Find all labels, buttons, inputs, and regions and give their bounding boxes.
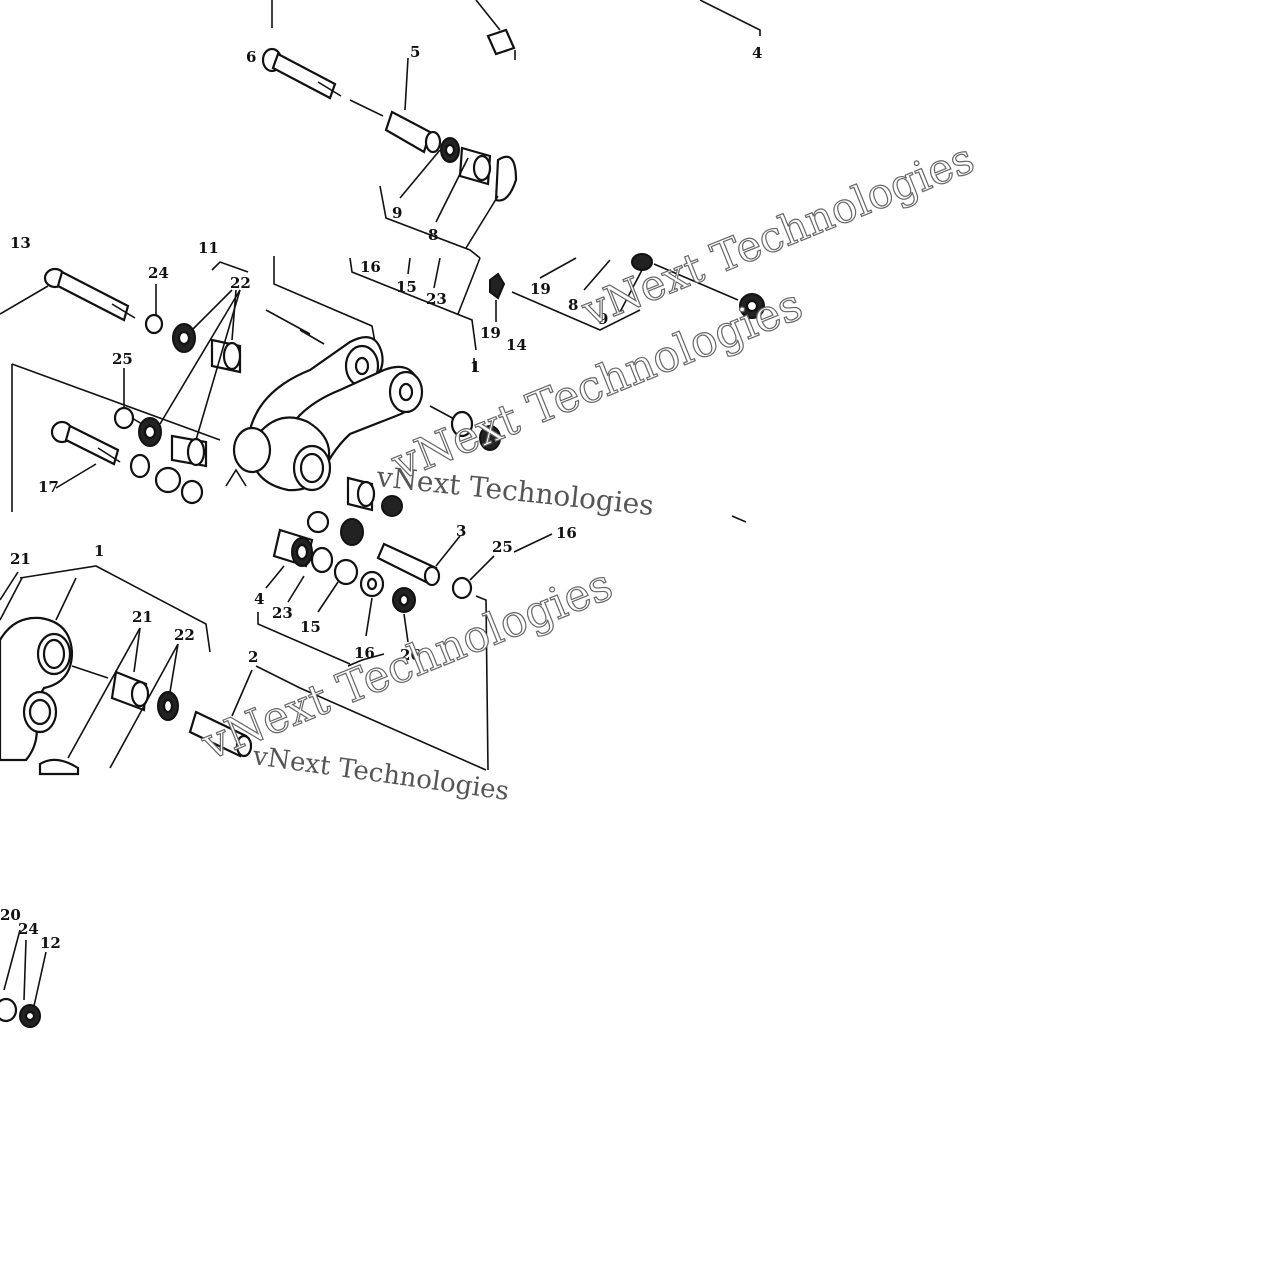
callout-label: 21	[10, 550, 31, 568]
diagram-tile-lower-centre	[257, 510, 553, 771]
diagram-tile-centre	[225, 256, 506, 517]
callout-labels: 6 5 9 8 4 13 24 22 11 25 17 16 15 23 19 …	[0, 43, 762, 952]
callout-label: 12	[40, 934, 61, 952]
callout-label: 19	[480, 324, 501, 342]
callout-label: 1	[94, 542, 104, 560]
callout-label: 16	[354, 644, 375, 662]
callout-label: 26	[400, 646, 421, 664]
linkage-arm-part	[232, 336, 424, 492]
callout-label: 24	[148, 264, 169, 282]
bolt-part	[261, 47, 342, 100]
callout-label: 15	[300, 618, 321, 636]
callout-label: 11	[198, 239, 219, 257]
callout-label: 8	[428, 226, 438, 244]
callout-label: 17	[38, 478, 59, 496]
callout-label: 16	[556, 524, 577, 542]
callout-label: 15	[396, 278, 417, 296]
callout-label: 16	[360, 258, 381, 276]
watermark-text: vNext Technologies	[250, 741, 511, 807]
sleeve-part	[384, 110, 432, 154]
callout-label: 22	[230, 274, 251, 292]
diagram-tile-bottom-left	[0, 929, 47, 1028]
callout-label: 5	[410, 43, 420, 61]
callout-label: 23	[272, 604, 293, 622]
callout-label: 20	[0, 906, 21, 924]
diagram-tile-top	[261, 0, 761, 259]
callout-label: 21	[132, 608, 153, 626]
callout-label: 6	[246, 48, 256, 66]
callout-label: 25	[492, 538, 513, 556]
diagram-tile-lower-left	[0, 565, 487, 776]
callout-label: 25	[112, 350, 133, 368]
callout-label: 8	[568, 296, 578, 314]
callout-label: 19	[530, 280, 551, 298]
callout-label: 2	[248, 648, 258, 666]
callout-label: 23	[426, 290, 447, 308]
callout-label: 22	[174, 626, 195, 644]
callout-label: 24	[18, 920, 39, 938]
diagram-tile-right	[511, 253, 765, 523]
callout-label: 14	[506, 336, 527, 354]
callout-label: 4	[752, 44, 762, 62]
callout-label: 13	[10, 234, 31, 252]
callout-label: 1	[470, 358, 480, 376]
callout-label: 9	[598, 310, 608, 328]
diagram-tile-middle-left	[0, 261, 249, 512]
callout-label: 4	[254, 590, 264, 608]
callout-label: 9	[392, 204, 402, 222]
callout-label: 3	[456, 522, 466, 540]
